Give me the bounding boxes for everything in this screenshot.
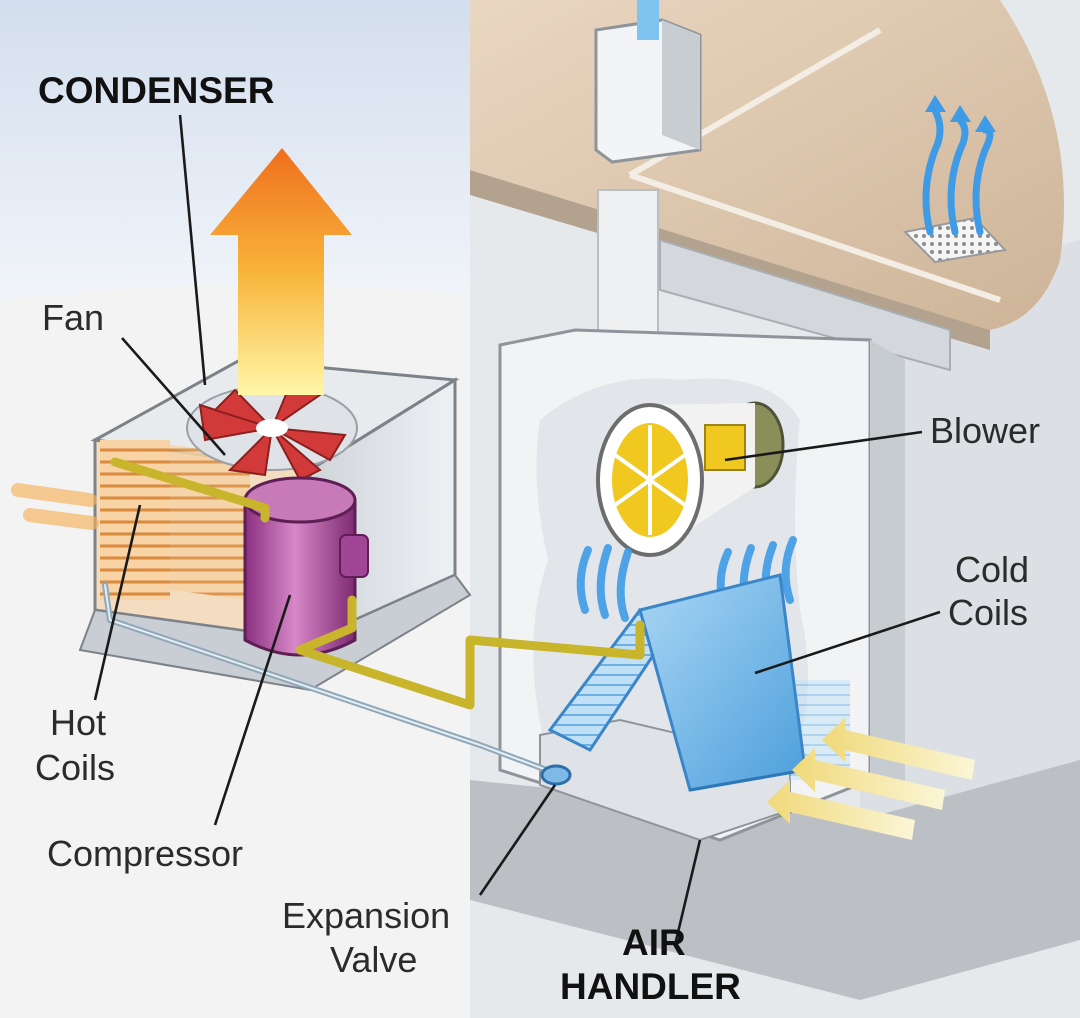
duct-chimney-side [662, 20, 700, 150]
condenser-leader [178, 114, 207, 386]
air-handler-leader [673, 839, 702, 946]
refrigerant-lines [102, 457, 645, 778]
compressor-leader [213, 594, 292, 826]
suction-line [110, 457, 270, 523]
blower [596, 401, 785, 557]
liquid-line-inner [104, 584, 561, 776]
expansion-valve [540, 764, 572, 786]
air-handler-label-line2: HANDLER [560, 966, 741, 1007]
floor-line-2 [629, 172, 1001, 303]
discharge-line [295, 595, 645, 710]
cold-air-rising-left [576, 544, 632, 622]
return-air-arrows [767, 718, 975, 840]
chimney-cold-air [637, 0, 659, 40]
blower-leader [724, 430, 923, 462]
blower-label: Blower [930, 410, 1040, 451]
compressor [243, 476, 369, 657]
compressor-box [339, 534, 369, 578]
fan-blades [198, 383, 347, 482]
expansion-valve-leader [478, 784, 557, 896]
expansion-valve-label-line1: Expansion [282, 895, 450, 936]
hot-coils-label-line2: Coils [35, 747, 115, 788]
cold-coil-fins [689, 768, 806, 792]
expansion-valve-label-line2: Valve [330, 939, 417, 980]
condenser-fan [186, 383, 358, 482]
hot-coils-leader [93, 504, 142, 701]
leader-lines [93, 114, 941, 946]
hot-air-up-arrow [210, 148, 352, 395]
fan-hub [256, 419, 288, 437]
register-cold-air [922, 106, 994, 236]
basement-floor [470, 760, 1080, 1000]
fan-leader [121, 337, 226, 456]
cold-coils-label-line2: Coils [948, 592, 1028, 633]
blower-motor [704, 424, 746, 471]
hot-coils-label-line1: Hot [50, 702, 106, 743]
blower-vanes [613, 425, 687, 535]
supply-duct [659, 238, 951, 372]
register-arrowheads [925, 95, 996, 132]
air-handler-label-line1: AIR [622, 922, 686, 963]
cold-coils-label-line1: Cold [955, 549, 1029, 590]
condenser-label: CONDENSER [38, 70, 274, 111]
fan-label: Fan [42, 297, 104, 338]
compressor-label: Compressor [47, 833, 243, 874]
hot-air-side-flow [11, 483, 99, 530]
air-handler-side [870, 340, 905, 800]
cold-coils-leader [754, 610, 941, 675]
